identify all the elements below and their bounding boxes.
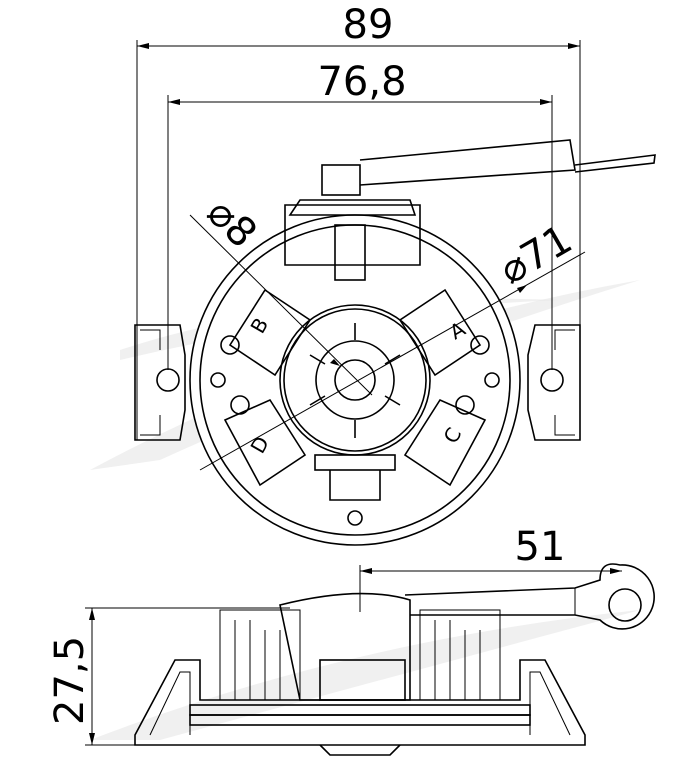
dimensions-bottom: 51 27,5 [47,524,622,746]
dim-mount-spacing: 76,8 [317,59,406,105]
side-view [134,563,655,756]
dim-lead-length: 51 [515,524,566,570]
hub-spokes [309,323,401,438]
top-view: B A D C [134,139,656,546]
dim-height: 27,5 [47,636,93,725]
dim-overall-width: 89 [343,2,394,48]
mount-ear-right [527,324,581,441]
dim-shaft-diameter: ⌀8 [198,190,266,258]
shaft-hole [334,359,376,401]
dim-body-diameter: ⌀71 [492,216,580,293]
